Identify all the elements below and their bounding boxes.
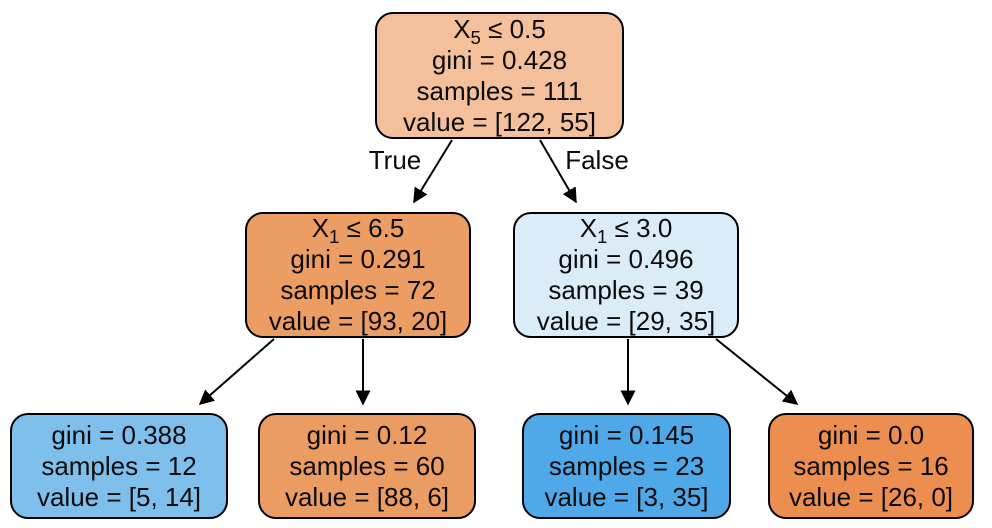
node-gini: gini = 0.0 xyxy=(817,419,925,450)
condition-var: X xyxy=(579,213,598,243)
tree-leaf-right-left: gini = 0.145 samples = 23 value = [3, 35… xyxy=(522,413,731,519)
node-gini: gini = 0.496 xyxy=(558,244,694,274)
node-gini: gini = 0.12 xyxy=(306,419,428,450)
tree-leaf-left-left: gini = 0.388 samples = 12 value = [5, 14… xyxy=(10,413,228,519)
node-condition: X1 ≤ 3.0 xyxy=(515,213,737,248)
node-samples: samples = 12 xyxy=(41,450,197,481)
node-gini: gini = 0.145 xyxy=(558,419,695,450)
node-value: value = [88, 6] xyxy=(284,481,450,512)
condition-tail: ≤ 6.5 xyxy=(339,213,405,243)
node-samples: samples = 39 xyxy=(548,275,704,305)
node-value: value = [93, 20] xyxy=(268,306,448,336)
node-samples: samples = 72 xyxy=(280,275,436,305)
condition-var: X xyxy=(311,213,330,243)
node-samples: samples = 111 xyxy=(416,75,583,106)
node-gini: gini = 0.428 xyxy=(431,44,568,75)
node-value: value = [122, 55] xyxy=(403,106,596,137)
tree-node-root: X5 ≤ 0.5 gini = 0.428 samples = 111 valu… xyxy=(375,12,624,139)
edge-right-leafrr xyxy=(715,338,799,405)
node-gini: gini = 0.388 xyxy=(51,419,187,450)
condition-tail: ≤ 3.0 xyxy=(607,213,673,243)
tree-node-left: X1 ≤ 6.5 gini = 0.291 samples = 72 value… xyxy=(245,212,471,338)
edge-label-false: False xyxy=(565,145,629,175)
edge-left-leafll xyxy=(198,338,275,405)
node-samples: samples = 23 xyxy=(548,450,705,481)
node-value: value = [26, 0] xyxy=(788,481,954,512)
node-value: value = [3, 35] xyxy=(544,481,709,512)
condition-subscript: 5 xyxy=(470,26,481,48)
node-value: value = [29, 35] xyxy=(536,306,716,336)
tree-node-right: X1 ≤ 3.0 gini = 0.496 samples = 39 value… xyxy=(513,212,739,338)
edge-label-true: True xyxy=(368,145,422,175)
node-gini: gini = 0.291 xyxy=(290,244,426,274)
node-condition: X5 ≤ 0.5 xyxy=(377,13,622,48)
tree-leaf-right-right: gini = 0.0 samples = 16 value = [26, 0] xyxy=(768,413,974,519)
tree-leaf-left-right: gini = 0.12 samples = 60 value = [88, 6] xyxy=(258,413,476,519)
condition-var: X xyxy=(453,13,471,44)
condition-subscript: 1 xyxy=(329,226,340,248)
node-condition: X1 ≤ 6.5 xyxy=(247,213,469,248)
node-value: value = [5, 14] xyxy=(36,481,202,512)
condition-tail: ≤ 0.5 xyxy=(480,13,546,44)
node-samples: samples = 16 xyxy=(793,450,949,481)
node-samples: samples = 60 xyxy=(289,450,445,481)
condition-subscript: 1 xyxy=(597,226,608,248)
